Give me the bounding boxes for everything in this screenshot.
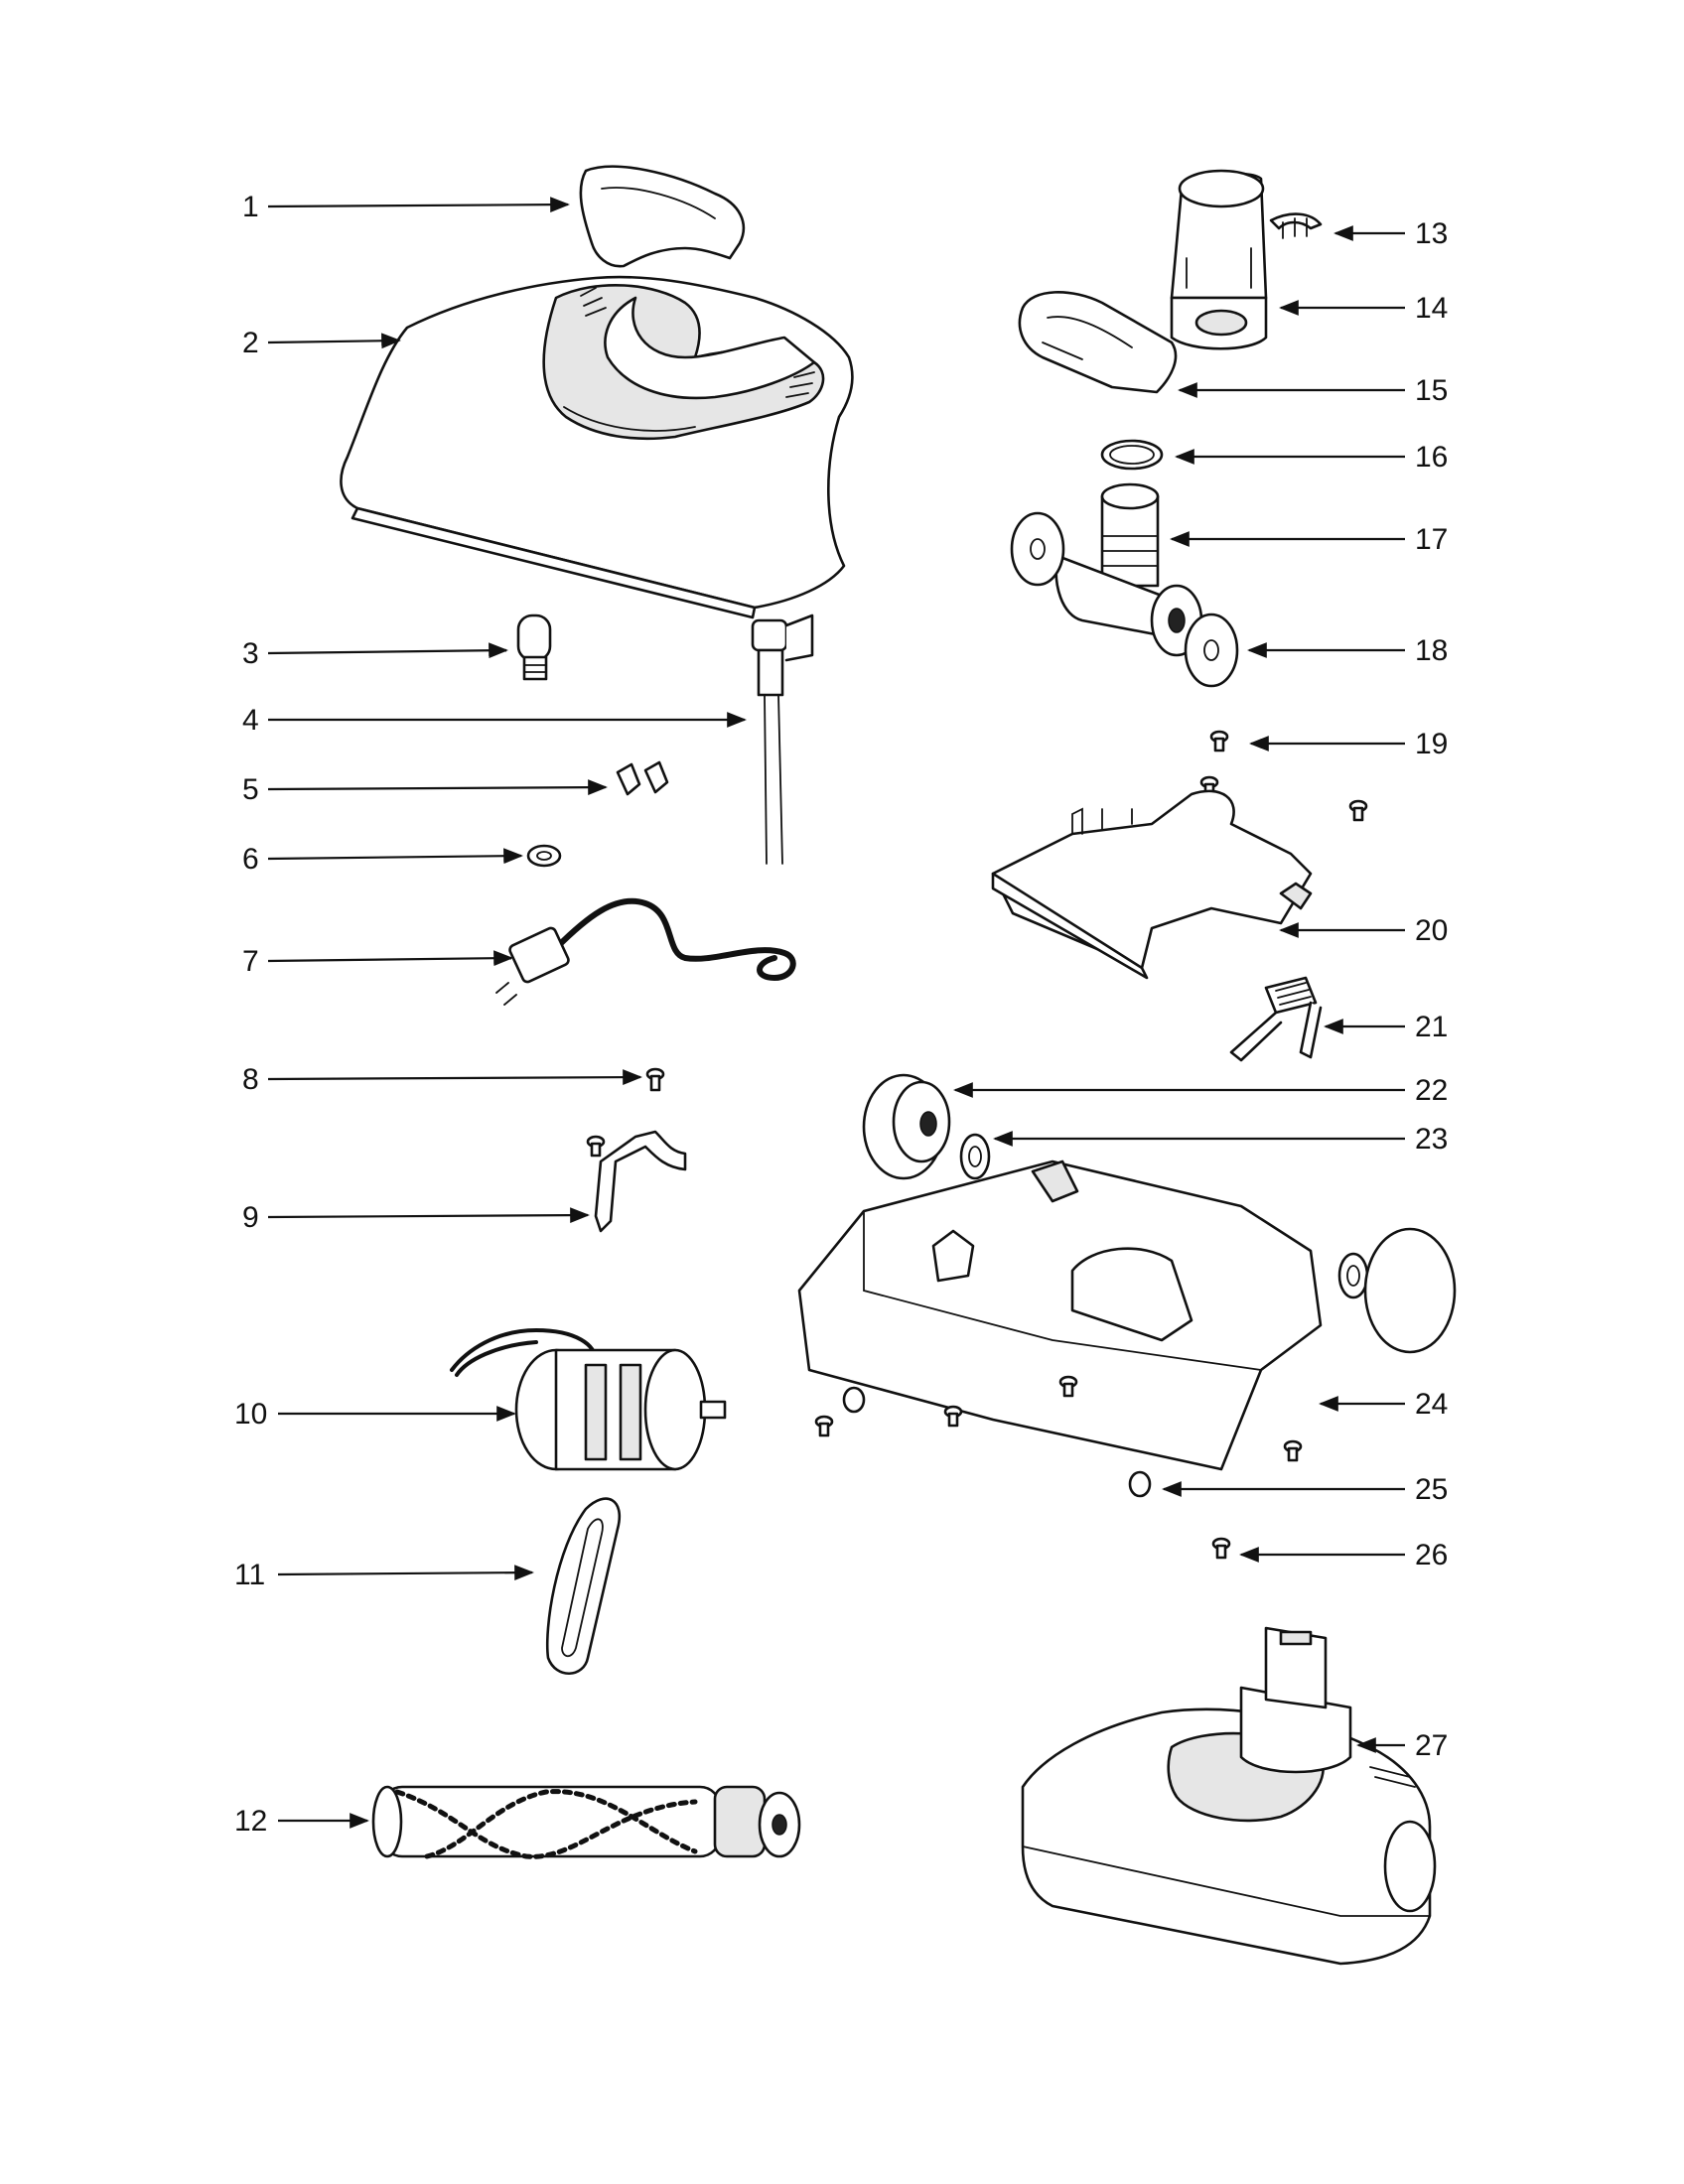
part-12-brushroll-drawing: [371, 1785, 801, 1859]
callout-17: 17: [1415, 523, 1448, 556]
leader-7: [267, 950, 513, 967]
callout-10: 10: [234, 1398, 267, 1431]
part-5-screws-drawing: [616, 760, 669, 796]
callout-23: 23: [1415, 1123, 1448, 1156]
part-4-socket-drawing: [751, 614, 814, 865]
part-26-screws-drawing: [814, 1375, 1303, 1560]
callout-26: 26: [1415, 1539, 1448, 1571]
part-8-screw-drawing: [645, 1067, 665, 1092]
callout-numbers: 1 2 3 4 5 6 7 8 9 10 11 12 13 14 15 16 1…: [234, 191, 1448, 1838]
leader-9: [267, 1207, 590, 1224]
part-10-motor-drawing: [450, 1327, 727, 1471]
part-18-washers-drawing: [1010, 511, 1239, 688]
callout-2: 2: [242, 327, 259, 359]
callout-15: 15: [1415, 374, 1448, 407]
leader-1: [267, 197, 570, 213]
part-15-boot-drawing: [1018, 291, 1178, 394]
callout-19: 19: [1415, 728, 1448, 760]
part-23-washer-drawing: [959, 1133, 1457, 1354]
callout-22: 22: [1415, 1074, 1448, 1107]
part-6-clip-drawing: [526, 844, 562, 868]
leader-8: [267, 1069, 642, 1086]
leader-5: [267, 779, 608, 796]
leader-6: [267, 848, 523, 865]
callout-24: 24: [1415, 1388, 1448, 1421]
leader-11: [277, 1565, 534, 1581]
leader-3: [267, 642, 508, 659]
callout-12: 12: [234, 1805, 267, 1838]
callout-18: 18: [1415, 634, 1448, 667]
callout-9: 9: [242, 1201, 259, 1234]
callout-1: 1: [242, 191, 259, 223]
callout-7: 7: [242, 945, 259, 978]
callout-21: 21: [1415, 1011, 1448, 1043]
part-16-oring-drawing: [1100, 439, 1164, 471]
part-9-bracket-drawing: [586, 1130, 687, 1233]
callout-14: 14: [1415, 292, 1448, 325]
leader-2: [267, 333, 401, 349]
callout-4: 4: [242, 704, 259, 737]
callout-8: 8: [242, 1063, 259, 1096]
part-1-cover-drawing: [579, 165, 746, 268]
part-7-cord-drawing: [495, 897, 796, 1006]
part-13-clip-drawing: [1269, 212, 1323, 239]
callout-5: 5: [242, 773, 259, 806]
callout-3: 3: [242, 637, 259, 670]
callout-13: 13: [1415, 217, 1448, 250]
part-19-screws-drawing: [1199, 730, 1368, 822]
part-2-hood-drawing: [340, 275, 854, 619]
part-20-frame-drawing: [991, 789, 1313, 980]
part-22-wheel-drawing: [862, 1073, 951, 1180]
callout-11: 11: [234, 1559, 265, 1591]
callout-27: 27: [1415, 1729, 1448, 1762]
part-11-belt-drawing: [545, 1497, 621, 1675]
callout-16: 16: [1415, 441, 1448, 474]
part-14-neck-drawing: [1170, 169, 1268, 350]
part-24-base-drawing: [797, 1160, 1323, 1471]
part-27-nozzle-drawing: [1021, 1626, 1437, 1966]
part-25-bushings-drawing: [842, 1386, 1152, 1498]
callout-25: 25: [1415, 1473, 1448, 1506]
part-17-swivel-drawing: [1054, 482, 1203, 657]
part-3-bulb-drawing: [516, 614, 552, 681]
part-21-pedal-drawing: [1229, 976, 1323, 1062]
callout-6: 6: [242, 843, 259, 876]
callout-20: 20: [1415, 914, 1448, 947]
leader-lines: [267, 197, 1405, 1829]
